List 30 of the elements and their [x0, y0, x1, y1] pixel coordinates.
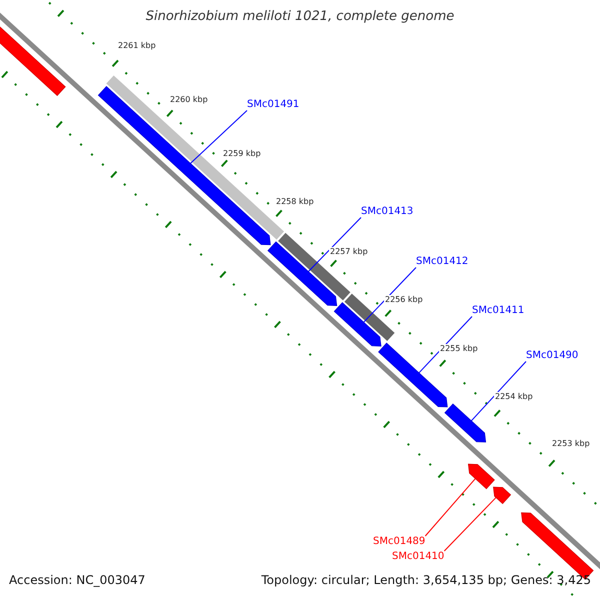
gene-label: SMc01412	[416, 256, 468, 268]
gene-label: SMc01411	[472, 305, 524, 316]
leader-line	[424, 478, 476, 536]
accession-text: Accession: NC_003047	[9, 574, 146, 588]
genome-info-text: Topology: circular; Length: 3,654,135 bp; Genes: 3,425	[261, 574, 591, 588]
scale-label: 2256 kbp	[384, 295, 424, 304]
gene-label: SMc01413	[361, 206, 414, 218]
scale-label: 2254 kbp	[494, 392, 534, 402]
leader-line	[308, 217, 362, 272]
scale-label: 2253 kbp	[551, 439, 591, 448]
scale-label: 2255 kbp	[439, 344, 479, 354]
gene-segment	[334, 302, 382, 346]
leader-line	[444, 497, 496, 552]
scale-label: 2261 kbp	[117, 41, 157, 50]
scale-label: 2257 kbp	[329, 247, 369, 256]
gene-segment	[493, 486, 512, 504]
leader-line	[470, 361, 526, 422]
leader-line	[363, 267, 416, 323]
gene-label: SMc01410	[392, 551, 444, 562]
scale-label: 2258 kbp	[275, 197, 315, 206]
gene-segment	[468, 464, 495, 490]
gene-label: SMc01490	[526, 350, 578, 362]
leader-line	[190, 110, 248, 164]
chart-title: Sinorhizobium meliloti 1021, complete genome	[144, 10, 456, 25]
gene-label: SMc01491	[247, 99, 300, 110]
scale-label: 2259 kbp	[222, 149, 262, 158]
gene-segment	[444, 403, 486, 442]
scale-label: 2260 kbp	[169, 95, 209, 104]
gene-label: SMc01489	[373, 536, 426, 548]
leader-line	[418, 316, 472, 374]
